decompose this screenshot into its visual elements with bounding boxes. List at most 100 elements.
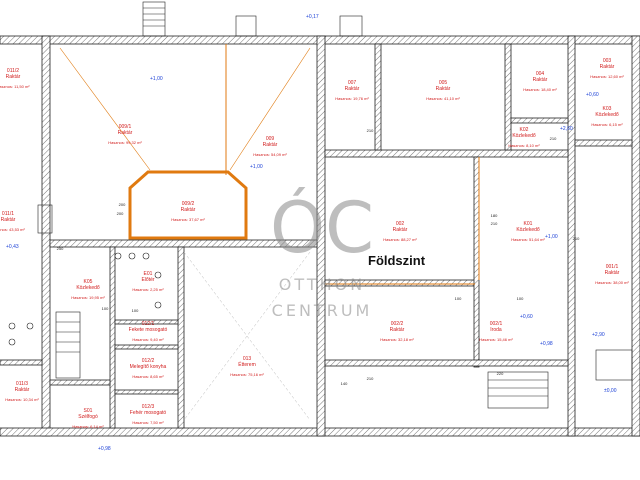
watermark-line1: OTTHON bbox=[279, 275, 365, 294]
room-id: 011/3 bbox=[16, 381, 28, 387]
dimension-label: 200 bbox=[117, 211, 124, 216]
room-name: Melegítő konyha bbox=[130, 364, 167, 370]
elevation-labels: +1,00+1,00+0,17+0,60+0,43+2,60+0,60+0,98… bbox=[6, 14, 617, 452]
room-area: Hasznos: 10,34 m² bbox=[5, 397, 39, 402]
room-name: Iroda bbox=[490, 327, 502, 333]
room-id: K05 bbox=[84, 279, 93, 285]
room-id: 004 bbox=[536, 71, 545, 77]
elevation-label: +0,98 bbox=[540, 341, 553, 347]
dimension-label: 210 bbox=[367, 128, 374, 133]
room-name: Előtér bbox=[141, 277, 154, 283]
room-id: 009/1 bbox=[119, 124, 132, 130]
room-area: Hasznos: 9,40 m² bbox=[132, 337, 164, 342]
room-id: 012/3 bbox=[142, 404, 155, 410]
room-area: Hasznos: 19,95 m² bbox=[71, 295, 105, 300]
dimension-label: 140 bbox=[341, 381, 348, 386]
watermark-monogram: ÓC bbox=[270, 187, 374, 269]
room-name: Raktár bbox=[118, 130, 133, 136]
dimension-label: 210 bbox=[550, 136, 557, 141]
room-area: Hasznos: 88,27 m² bbox=[383, 237, 417, 242]
room-name: Szélfogó bbox=[78, 414, 98, 420]
room-name: Közlekedő bbox=[595, 112, 619, 118]
elevation-label: +2,90 bbox=[592, 332, 605, 338]
room-name: Fekete mosogató bbox=[129, 327, 168, 333]
room-area: Hasznos: 51,64 m² bbox=[511, 237, 545, 242]
room-name: Raktár bbox=[263, 142, 278, 148]
room-area: Hasznos: 7,50 m² bbox=[132, 420, 164, 425]
room-id: 009/2 bbox=[182, 201, 195, 207]
dimension-label: 210 bbox=[367, 376, 374, 381]
room-name: Raktár bbox=[181, 207, 196, 213]
elevation-label: +1,00 bbox=[150, 76, 163, 82]
room-id: 011/2 bbox=[7, 68, 19, 74]
room-name: Étterem bbox=[238, 361, 256, 368]
room-name: Raktár bbox=[390, 327, 405, 333]
dimension-label: 210 bbox=[573, 236, 580, 241]
room-id: 007 bbox=[348, 80, 357, 86]
room-id: 002/2 bbox=[391, 321, 404, 327]
diagonal-line bbox=[229, 47, 311, 171]
room-id: E01 bbox=[144, 271, 153, 277]
room-area: Hasznos: 11,50 m² bbox=[0, 84, 30, 89]
dimension-label: 100 bbox=[517, 296, 524, 301]
room-name: Raktár bbox=[15, 387, 30, 393]
walls bbox=[0, 35, 640, 437]
room-id: 002/1 bbox=[490, 321, 503, 327]
room-area: Hasznos: 2,25 m² bbox=[132, 287, 164, 292]
elevation-label: +0,98 bbox=[98, 446, 111, 452]
room-area: Hasznos: 54,09 m² bbox=[253, 152, 287, 157]
room-name: Raktár bbox=[1, 217, 16, 223]
room-id: K01 bbox=[524, 221, 533, 227]
room-id: 012/1 bbox=[142, 321, 155, 327]
room-area: Hasznos: 75,16 m² bbox=[230, 372, 264, 377]
dimension-label: 100 bbox=[102, 306, 109, 311]
dimension-label: 250 bbox=[57, 246, 64, 251]
elevation-label: +0,60 bbox=[520, 314, 533, 320]
room-area: Hasznos: 99,32 m² bbox=[108, 140, 142, 145]
room-area: Hasznos: 37,67 m² bbox=[171, 217, 205, 222]
room-name: Raktár bbox=[605, 270, 620, 276]
room-area: Hasznos: 32,18 m² bbox=[380, 337, 414, 342]
room-id: 005 bbox=[439, 80, 448, 86]
raised-platform-outline bbox=[128, 170, 248, 240]
room-name: Raktár bbox=[436, 86, 451, 92]
room-area: Hasznos: 41,10 m² bbox=[426, 96, 460, 101]
elevation-label: +0,43 bbox=[6, 244, 19, 250]
room-area: Hasznos: 8,65 m² bbox=[132, 374, 164, 379]
room-name: Közlekedő bbox=[512, 133, 536, 139]
dimension-label: 210 bbox=[491, 221, 498, 226]
room-name: Közlekedő bbox=[76, 285, 100, 291]
diagonal-line bbox=[59, 47, 151, 171]
room-id: S01 bbox=[84, 408, 93, 414]
room-area: Hasznos: 12,60 m² bbox=[590, 74, 624, 79]
stairs bbox=[37, 1, 633, 409]
watermark-line2: CENTRUM bbox=[272, 301, 373, 320]
room-id: 012/2 bbox=[142, 358, 155, 364]
room-area: Hasznos: 6,14 m² bbox=[72, 424, 104, 429]
diagonal-line bbox=[183, 251, 311, 421]
room-name: Közlekedő bbox=[516, 227, 540, 233]
elevation-label: +1,00 bbox=[250, 164, 263, 170]
elevation-label: ±0,00 bbox=[604, 388, 617, 394]
elevation-label: +1,00 bbox=[545, 234, 558, 240]
